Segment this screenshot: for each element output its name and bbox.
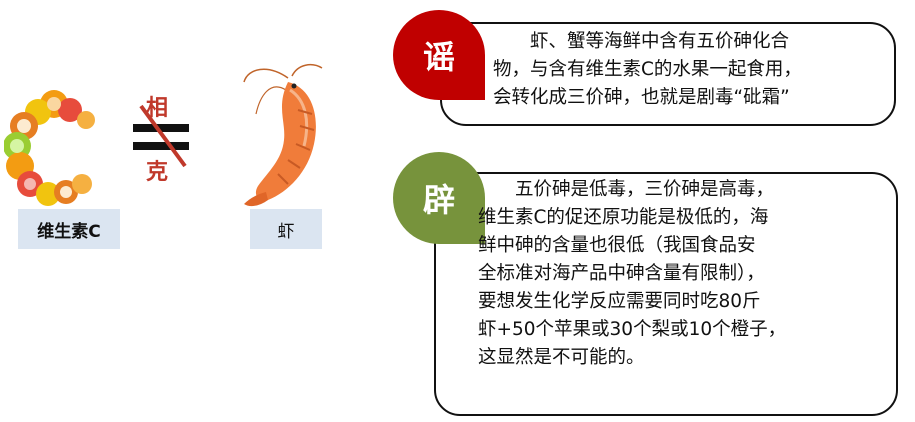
fact-line: 五价砷是低毒，三价砷是高毒， [478,179,775,200]
fact-line: 要想发生化学反应需要同时吃80斤 [478,291,761,312]
myth-text: 虾、蟹等海鲜中含有五价砷化合 物，与含有维生素C的水果一起食用， 会转化成三价砷… [493,28,802,112]
myth-line: 虾、蟹等海鲜中含有五价砷化合 [493,31,790,52]
myth-line: 物，与含有维生素C的水果一起食用， [493,59,802,80]
fact-text: 五价砷是低毒，三价砷是高毒， 维生素C的促还原功能是极低的，海 鲜中砷的含量也很… [478,176,786,372]
not-compatible-icon: 相 克 [129,88,193,185]
myth-bubble [440,22,896,126]
myth-line: 会转化成三价砷，也就是剧毒“砒霜” [493,87,790,108]
fact-line: 鲜中砷的含量也很低（我国食品安 [478,235,756,256]
xiang-char: 相 [146,95,169,121]
fact-badge: 辟 [393,152,485,244]
shrimp-image [238,60,326,210]
vitamin-c-fruit-image [3,88,96,206]
fact-line: 这显然是不可能的。 [478,347,645,368]
vitamin-c-label: 维生素C [18,209,120,249]
fact-line: 维生素C的促还原功能是极低的，海 [478,207,769,228]
shrimp-label: 虾 [250,209,322,249]
fact-line: 虾+50个苹果或30个梨或10个橙子， [478,319,787,340]
strike-line-icon [139,104,187,168]
ke-char: 克 [146,159,169,185]
fact-line: 全标准对海产品中砷含量有限制）， [478,263,765,284]
fact-bubble [434,172,898,416]
equals-sign-icon [133,124,189,150]
myth-badge: 谣 [393,10,485,100]
